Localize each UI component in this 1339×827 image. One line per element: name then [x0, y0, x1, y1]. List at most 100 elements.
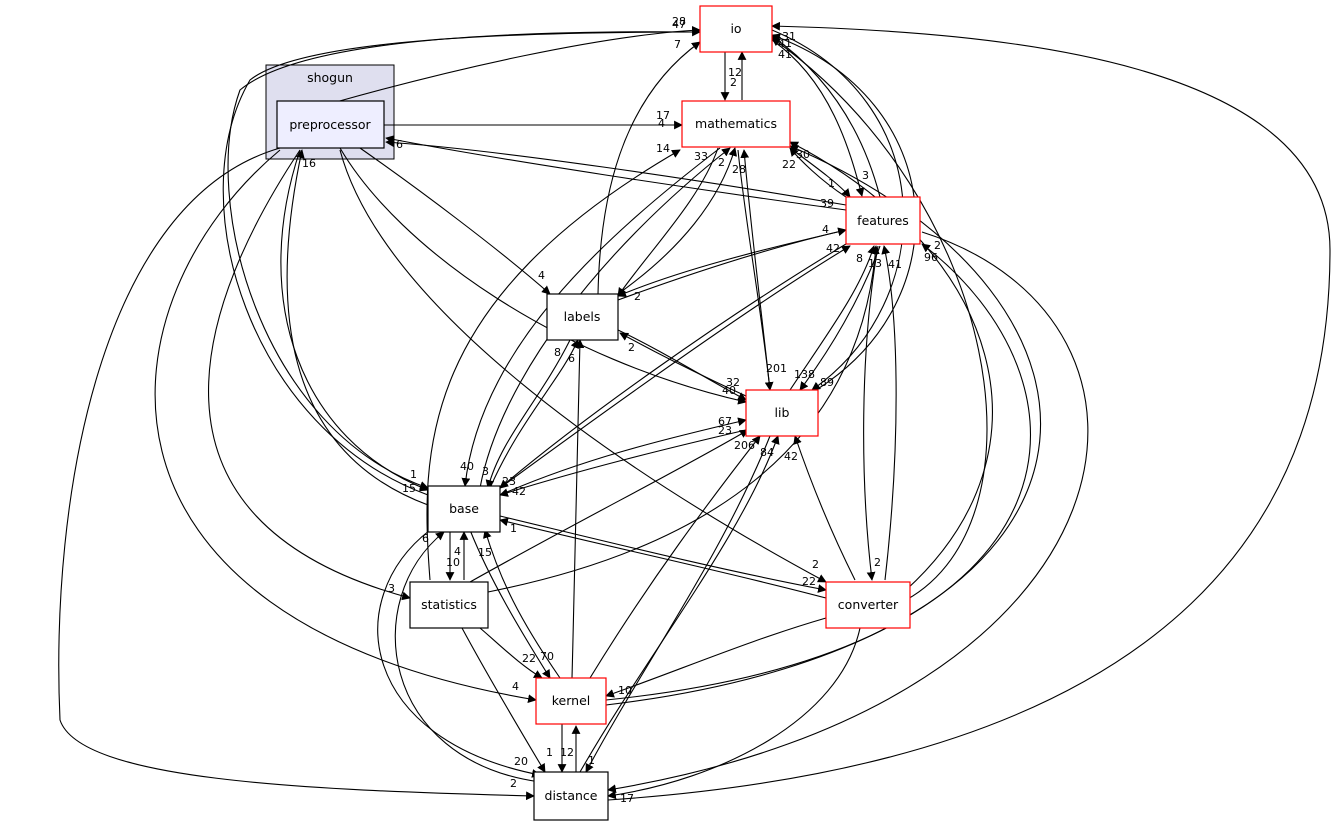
node-preprocessor[interactable]: preprocessor — [276, 100, 385, 149]
node-label-mathematics: mathematics — [695, 116, 777, 131]
edge-kernel-lib — [589, 435, 761, 679]
node-io[interactable]: io — [699, 5, 773, 53]
edge-label: 13 — [868, 257, 882, 270]
node-base[interactable]: base — [427, 485, 501, 533]
edge-converter-features — [881, 245, 897, 581]
edge-preprocessor-kernel — [154, 149, 537, 704]
edge-preprocessor-distance — [58, 147, 535, 801]
edge-base-features — [499, 245, 851, 489]
edge-label: 4 — [658, 117, 665, 130]
edge-distance-io — [607, 21, 1331, 801]
node-features[interactable]: features — [845, 196, 921, 245]
edge-label: 1 — [510, 522, 517, 535]
edge-statistics-features — [487, 245, 880, 593]
edge-label: 40 — [460, 460, 474, 473]
edge-label: 2 — [634, 290, 641, 303]
edge-kernel-labels — [571, 339, 585, 679]
edge-label: 32 — [726, 376, 740, 389]
edge-label: 3 — [388, 582, 395, 595]
edge-distance-lib — [579, 435, 780, 773]
edge-preprocessor-lib — [339, 147, 747, 405]
node-label-features: features — [857, 213, 909, 228]
edges — [58, 21, 1331, 801]
edge-label: 10 — [446, 556, 460, 569]
edge-label: 23 — [502, 475, 516, 488]
edge-preprocessor-io — [335, 26, 701, 103]
edge-label: 1 — [410, 468, 417, 481]
edge-label: 30 — [796, 148, 810, 161]
edge-converter-io — [771, 37, 988, 601]
edge-label: 84 — [760, 446, 774, 459]
edge-label: 8 — [554, 346, 561, 359]
edge-label: 3 — [862, 169, 869, 182]
edge-mathematics-labels — [617, 147, 719, 297]
edge-preprocessor-converter — [339, 149, 827, 583]
edge-label: 28 — [732, 163, 746, 176]
node-lib[interactable]: lib — [745, 389, 819, 437]
node-converter[interactable]: converter — [825, 581, 911, 629]
edge-features-lib — [799, 245, 881, 391]
node-label-kernel: kernel — [552, 693, 591, 708]
edge-label: 2 — [510, 777, 517, 790]
edge-label: 6 — [568, 352, 575, 365]
edge-statistics-lib — [469, 429, 749, 583]
edge-io-base — [227, 31, 701, 490]
edge-label: 15 — [478, 546, 492, 559]
node-kernel[interactable]: kernel — [535, 677, 607, 725]
edge-label: 1 — [546, 746, 553, 759]
cluster-label: shogun — [307, 70, 353, 85]
edge-label: 138 — [794, 368, 815, 381]
edge-label: 1 — [588, 754, 595, 767]
edge-labels: 28 47 7 41 31 41 12 2 17 4 6 14 33 2 28 … — [302, 15, 941, 805]
edge-label: 89 — [820, 376, 834, 389]
edge-label: 201 — [766, 362, 787, 375]
edge-features-base — [499, 243, 847, 489]
edge-label: 4 — [822, 223, 829, 236]
edge-label: 17 — [656, 109, 670, 122]
node-label-labels: labels — [564, 309, 601, 324]
edge-lib-distance — [585, 435, 771, 773]
edge-statistics-kernel — [479, 627, 543, 679]
node-statistics[interactable]: statistics — [409, 581, 489, 629]
edge-label: 1 — [828, 177, 835, 190]
node-label-base: base — [449, 501, 479, 516]
edge-label: 28 — [672, 15, 686, 28]
node-label-distance: distance — [545, 788, 598, 803]
edge-labels-mathematics — [617, 147, 738, 295]
edge-base-lib — [499, 417, 747, 496]
edge-label: 12 — [728, 66, 742, 79]
edge-label: 41 — [778, 37, 792, 50]
edge-features-labels — [617, 229, 847, 297]
edge-preprocessor-base — [280, 149, 429, 492]
edge-label: 22 — [522, 652, 536, 665]
edge-base-converter — [499, 515, 827, 593]
edge-label: 23 — [718, 424, 732, 437]
node-mathematics[interactable]: mathematics — [681, 100, 791, 148]
edge-converter-mathematics — [789, 141, 993, 591]
edge-labels-io — [597, 41, 701, 295]
edge-label: 42 — [826, 242, 840, 255]
edge-label: 40 — [722, 384, 736, 397]
edge-label: 41 — [778, 48, 792, 61]
edge-base-distance — [377, 529, 541, 778]
edge-label: 8 — [856, 252, 863, 265]
edge-features-distance — [607, 231, 1089, 794]
edge-statistics-distance — [461, 627, 546, 773]
node-label-preprocessor: preprocessor — [289, 117, 371, 132]
edge-label: 17 — [620, 792, 634, 805]
edge-lib-base — [499, 429, 747, 497]
edge-labels-base — [485, 339, 571, 489]
edge-label: 14 — [656, 142, 670, 155]
edge-label: 2 — [718, 156, 725, 169]
edge-label: 2 — [730, 76, 737, 89]
edge-label: 22 — [782, 158, 796, 171]
edge-label: 20 — [514, 755, 528, 768]
edge-label: 67 — [718, 415, 732, 428]
edge-label: 39 — [820, 197, 834, 210]
edge-label: 2 — [812, 558, 819, 571]
node-label-lib: lib — [775, 405, 790, 420]
node-distance[interactable]: distance — [533, 771, 609, 821]
edge-preprocessor-statistics — [207, 149, 411, 601]
node-labels[interactable]: labels — [546, 293, 619, 341]
